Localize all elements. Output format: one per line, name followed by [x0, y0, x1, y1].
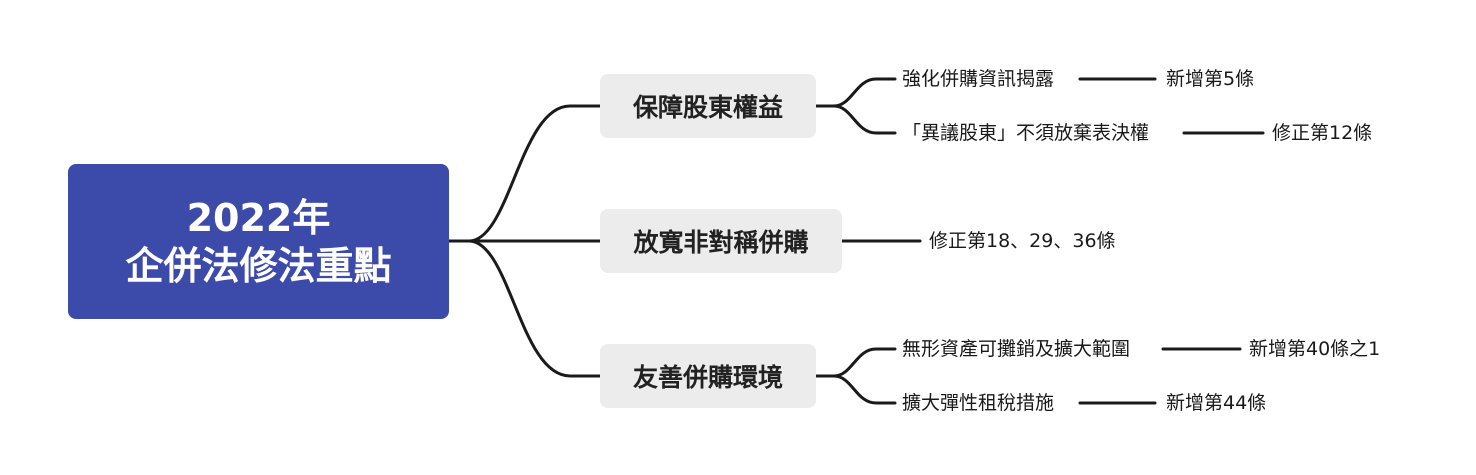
connector-branch-1-leaf-2 — [814, 104, 897, 135]
root-node[interactable]: 2022年 企併法修法重點 — [68, 164, 449, 319]
root-title-line-1: 2022年 — [186, 195, 331, 240]
leaf-tax-measures[interactable]: 擴大彈性租稅措施 — [902, 392, 1055, 414]
leaf-info-disclosure[interactable]: 強化併購資訊揭露 — [902, 68, 1055, 90]
leaf-articles-18-29-36[interactable]: 修正第18、29、36條 — [929, 230, 1116, 252]
branch-node-friendly-environment[interactable]: 友善併購環境 — [600, 344, 816, 408]
leaf-intangible-assets[interactable]: 無形資產可攤銷及擴大範圍 — [902, 338, 1131, 360]
branch-node-asymmetric-merger[interactable]: 放寬非對稱併購 — [600, 209, 842, 273]
note-article-40-1[interactable]: 新增第40條之1 — [1249, 338, 1381, 360]
connector-root-to-branch-3 — [447, 239, 602, 378]
connector-branch-1-leaf-1 — [814, 77, 897, 108]
note-article-44[interactable]: 新增第44條 — [1166, 392, 1267, 414]
connector-branch-3-leaf-2 — [814, 374, 897, 405]
branch-node-protect-shareholders[interactable]: 保障股東權益 — [600, 74, 816, 138]
connector-branch-3-leaf-1 — [814, 347, 897, 378]
root-title-line-2: 企併法修法重點 — [125, 243, 392, 288]
leaf-dissenting-shareholders[interactable]: 「異議股東」不須放棄表決權 — [902, 122, 1150, 144]
note-article-12[interactable]: 修正第12條 — [1272, 122, 1373, 144]
note-article-5[interactable]: 新增第5條 — [1166, 68, 1255, 90]
connector-root-to-branch-1 — [447, 104, 602, 243]
